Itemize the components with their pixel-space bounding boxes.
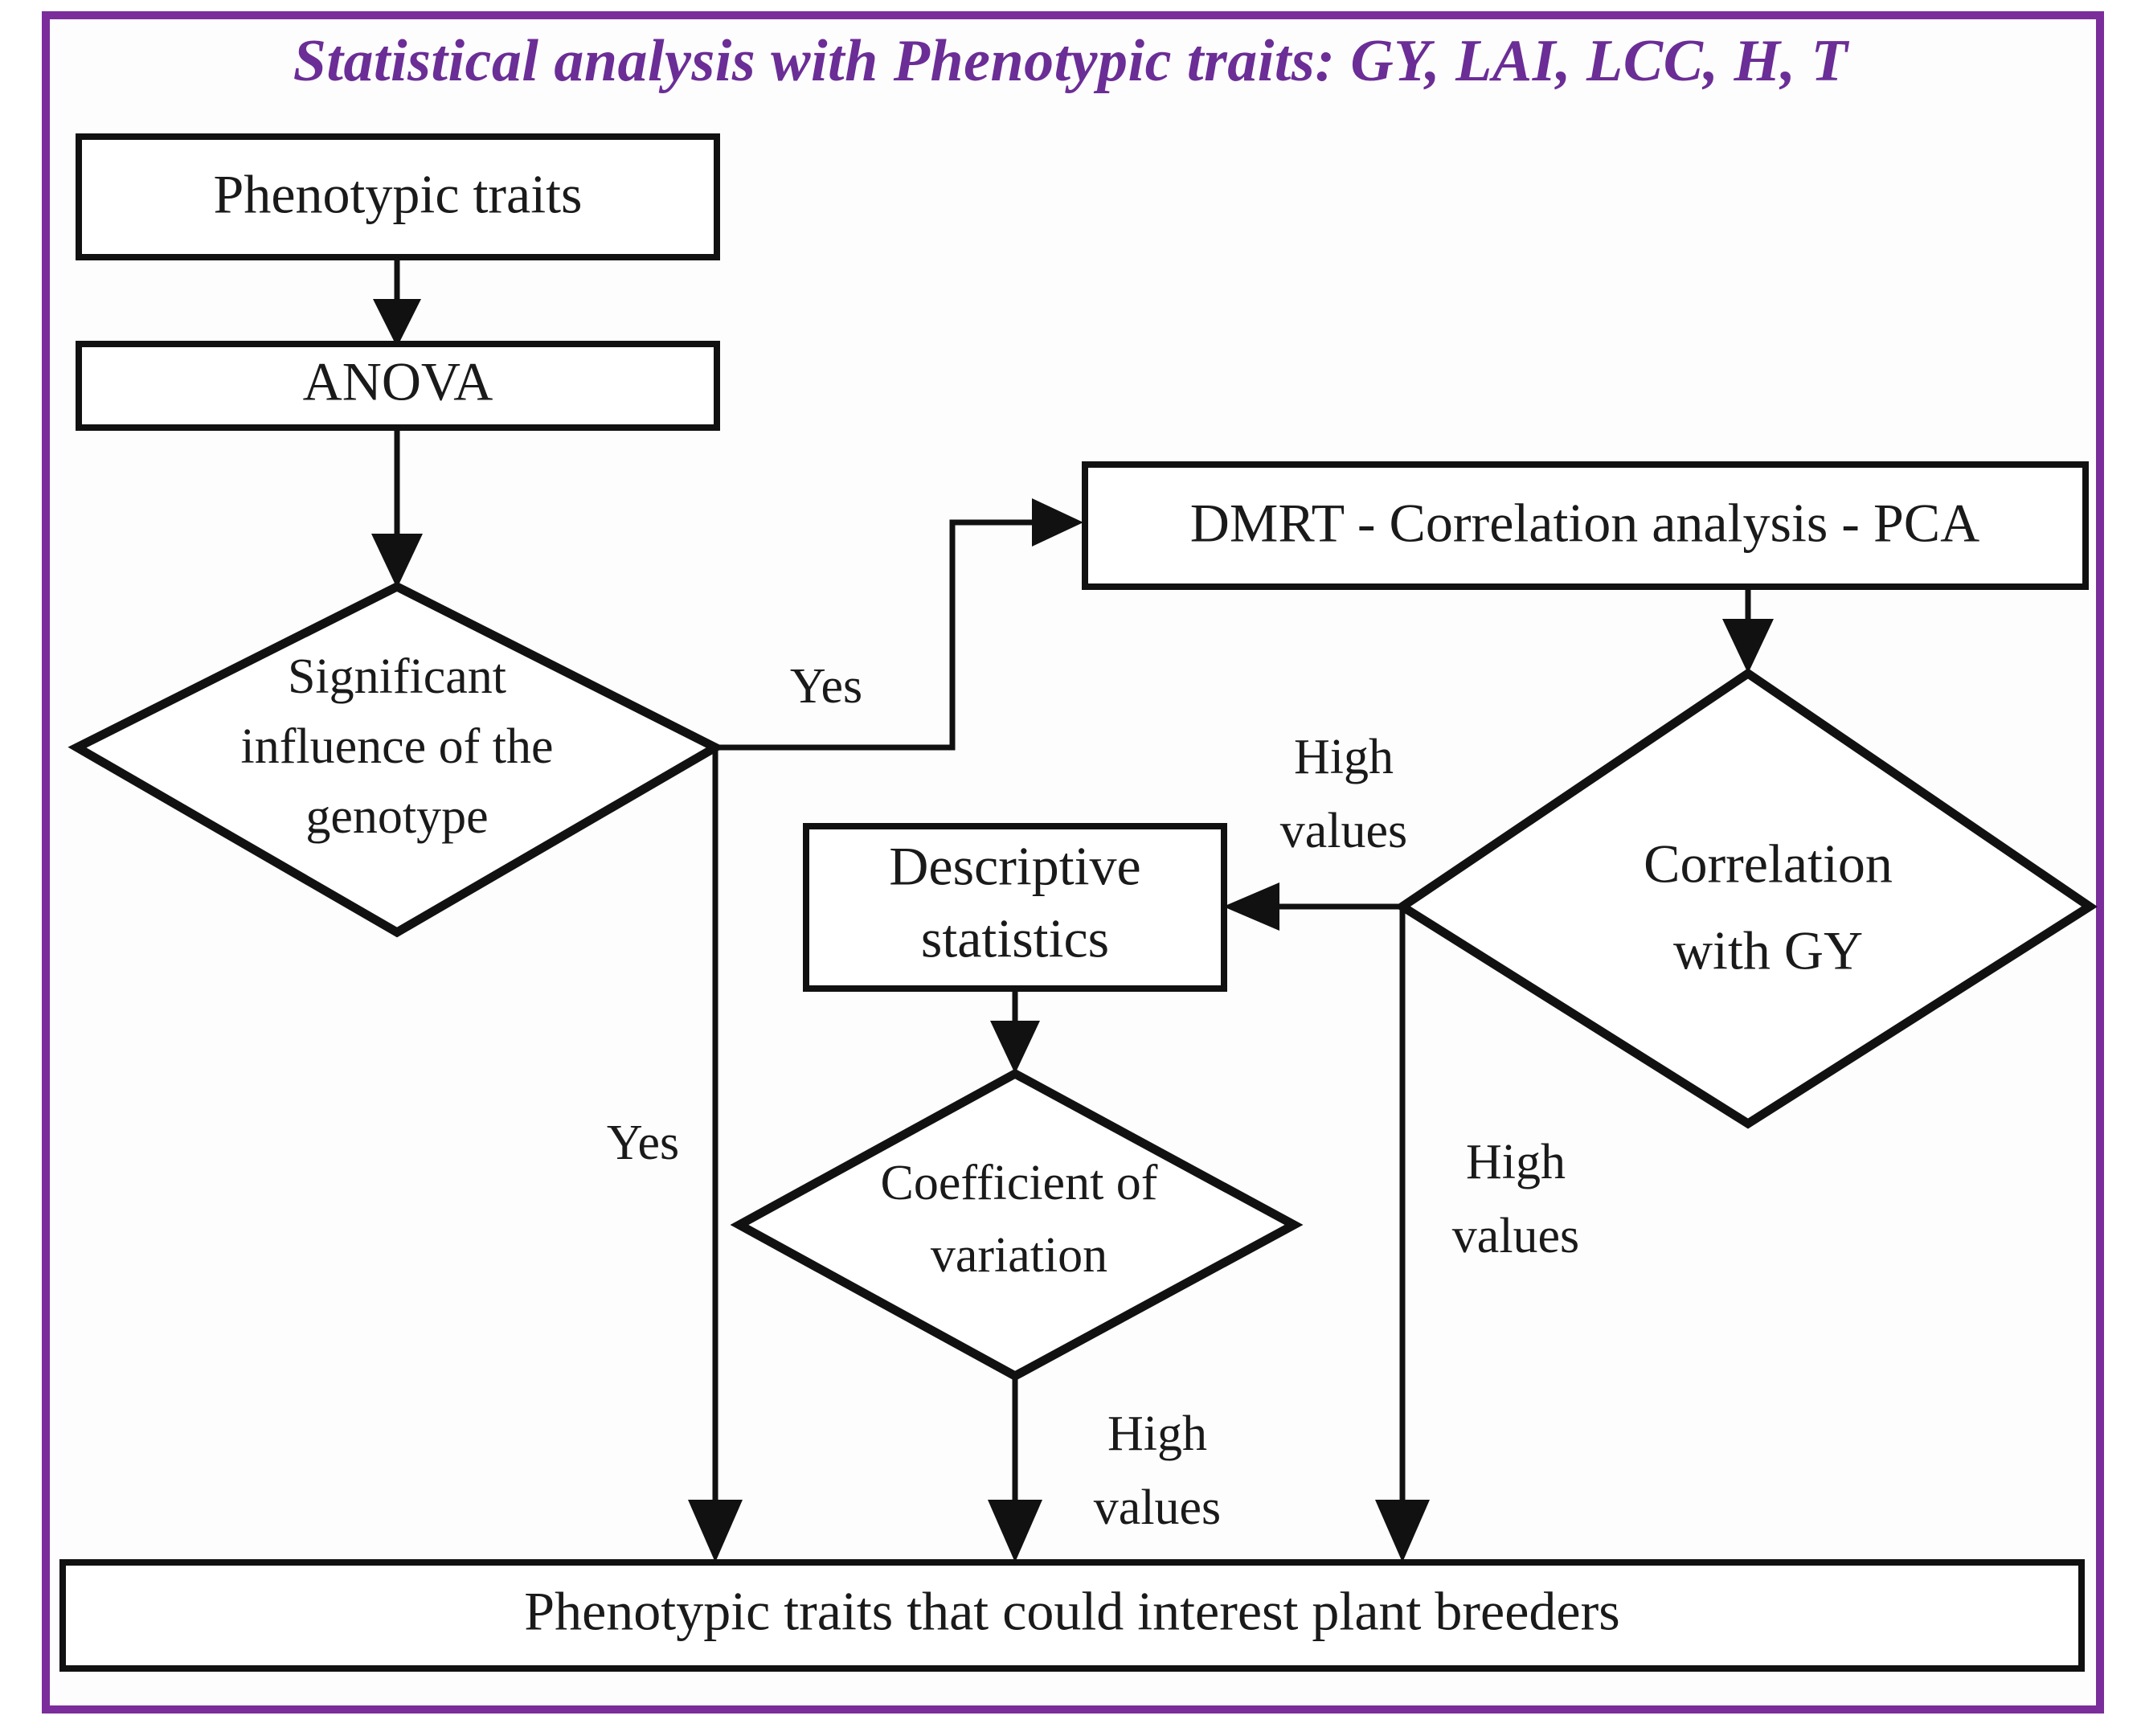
- node-outcome-label: Phenotypic traits that could interest pl…: [524, 1581, 1619, 1642]
- node-correlation-with-gy-label-line1: Correlation: [1644, 833, 1893, 895]
- svg-text:values: values: [1280, 804, 1407, 858]
- edge-anova-to-significant: [371, 426, 423, 588]
- edge-cv-to-outcome: [988, 1376, 1042, 1562]
- node-correlation-with-gy-label-line2: with GY: [1673, 920, 1863, 981]
- node-anova[interactable]: ANOVA: [76, 341, 720, 431]
- edge-significant-yes-to-outcome: [688, 747, 743, 1562]
- node-significant-influence-label-line2: influence of the: [240, 719, 553, 774]
- node-anova-label: ANOVA: [303, 351, 493, 412]
- node-coefficient-of-variation-label-line2: variation: [931, 1228, 1107, 1283]
- node-descriptive-statistics-label-line2: statistics: [921, 908, 1109, 969]
- node-descriptive-statistics[interactable]: Descriptive statistics: [803, 823, 1227, 992]
- svg-text:High: High: [1466, 1135, 1566, 1189]
- edge-correlation-to-outcome: [1375, 907, 1430, 1562]
- edge-correlation-to-descriptive: [1223, 882, 1402, 931]
- node-correlation-with-gy[interactable]: Correlation with GY: [1394, 668, 2098, 1129]
- edge-label-high-values-cv: High values: [1094, 1406, 1221, 1535]
- edge-label-yes-to-dmrt: Yes: [790, 659, 862, 714]
- node-phenotypic-traits-label: Phenotypic traits: [214, 164, 583, 225]
- svg-text:High: High: [1294, 730, 1394, 784]
- node-coefficient-of-variation[interactable]: Coefficient of variation: [730, 1068, 1304, 1382]
- svg-text:values: values: [1452, 1209, 1579, 1263]
- node-dmrt-label: DMRT - Correlation analysis - PCA: [1190, 493, 1979, 554]
- page-title: Statistical analysis with Phenotypic tra…: [293, 28, 1848, 94]
- edge-label-yes-to-outcome: Yes: [607, 1116, 679, 1170]
- edge-dmrt-to-correlation: [1722, 587, 1774, 674]
- edge-traits-to-anova: [373, 257, 421, 347]
- node-coefficient-of-variation-label-line1: Coefficient of: [881, 1156, 1158, 1210]
- svg-text:High: High: [1107, 1406, 1207, 1461]
- edge-label-high-values-correlation: High values: [1452, 1135, 1579, 1263]
- edge-significant-yes-to-dmrt: [715, 498, 1083, 751]
- edge-descriptive-to-cv: [990, 989, 1040, 1074]
- edge-label-high-values-to-descriptive: High values: [1280, 730, 1407, 858]
- node-significant-influence[interactable]: Significant influence of the genotype: [68, 581, 725, 938]
- node-significant-influence-label-line3: genotype: [305, 789, 488, 844]
- node-significant-influence-label-line1: Significant: [288, 649, 506, 704]
- node-outcome[interactable]: Phenotypic traits that could interest pl…: [59, 1559, 2085, 1672]
- svg-text:values: values: [1094, 1480, 1221, 1535]
- node-phenotypic-traits[interactable]: Phenotypic traits: [76, 133, 720, 260]
- node-dmrt-correlation-pca[interactable]: DMRT - Correlation analysis - PCA: [1082, 461, 2089, 590]
- node-descriptive-statistics-label-line1: Descriptive: [889, 836, 1140, 897]
